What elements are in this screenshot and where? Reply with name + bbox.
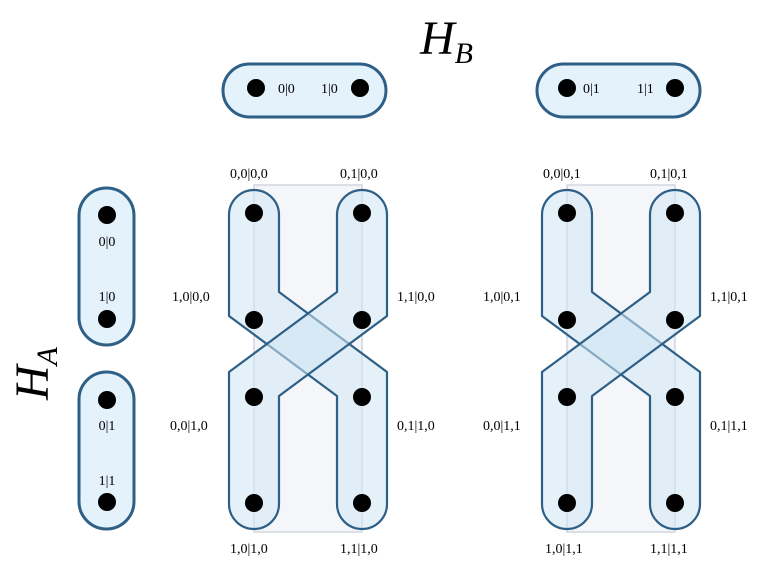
block-1-label-tl: 0,0|0,1 xyxy=(543,167,581,182)
ha-pill-1-top-label: 0|1 xyxy=(99,419,116,434)
ha-pill-0-top-label: 0|0 xyxy=(99,235,116,250)
block-1-node-bl xyxy=(558,494,576,512)
ha-pill-1-top-dot xyxy=(98,391,116,409)
hb-pill-1-right-label: 1|1 xyxy=(637,82,654,97)
block-1-label-bl: 1,0|1,1 xyxy=(545,542,583,557)
block-0-label-ml: 1,0|0,0 xyxy=(172,290,210,305)
block-0-node-lr xyxy=(353,388,371,406)
block-1-node-lr xyxy=(666,388,684,406)
block-1-label-ml: 1,0|0,1 xyxy=(483,290,521,305)
ha-pill-0-top-dot xyxy=(98,206,116,224)
block-1-label-ll: 0,0|1,1 xyxy=(483,419,521,434)
hb-pill-1-right-dot xyxy=(666,79,684,97)
ha-pill-0-bottom-label: 1|0 xyxy=(99,290,116,305)
block-1-label-tr: 0,1|0,1 xyxy=(650,167,688,182)
hb-pill-0-shape xyxy=(221,62,388,119)
block-1-label-mr: 1,1|0,1 xyxy=(710,290,748,305)
hb-pill-1-left-dot xyxy=(558,79,576,97)
block-1-node-tl xyxy=(558,204,576,222)
block-1-band-tr-bl xyxy=(540,188,702,531)
block-0-node-ll xyxy=(245,388,263,406)
block-0-label-bl: 1,0|1,0 xyxy=(230,542,268,557)
ha-pill-1: 0|1 1|1 xyxy=(77,370,136,531)
hb-axis-title: HB xyxy=(419,12,473,70)
block-0-label-ll: 0,0|1,0 xyxy=(170,419,208,434)
ha-pill-0: 0|0 1|0 xyxy=(77,186,136,347)
hb-pill-0: 0|0 1|0 xyxy=(221,62,388,119)
hb-pill-0-right-dot xyxy=(351,79,369,97)
ha-pill-1-shape xyxy=(77,370,136,531)
block-1-node-tr xyxy=(666,204,684,222)
block-0-node-bl xyxy=(245,494,263,512)
hb-pill-1-shape xyxy=(535,62,702,119)
ha-pill-0-shape xyxy=(77,186,136,347)
block-0-node-mr xyxy=(353,311,371,329)
block-0-label-tr: 0,1|0,0 xyxy=(340,167,378,182)
block-0-node-tr xyxy=(353,204,371,222)
ha-pill-0-bottom-dot xyxy=(98,310,116,328)
block-1-node-br xyxy=(666,494,684,512)
block-0-node-ml xyxy=(245,311,263,329)
block-1-node-ll xyxy=(558,388,576,406)
block-0-label-mr: 1,1|0,0 xyxy=(397,290,435,305)
block-0-band-tr-bl xyxy=(227,188,389,531)
block-0-label-tl: 0,0|0,0 xyxy=(230,167,268,182)
block-1-label-lr: 0,1|1,1 xyxy=(710,419,748,434)
block-0-node-tl xyxy=(245,204,263,222)
hb-pill-0-right-label: 1|0 xyxy=(321,82,338,97)
block-1-node-ml xyxy=(558,311,576,329)
hb-pill-1-left-label: 0|1 xyxy=(583,82,600,97)
hb-pill-0-left-dot xyxy=(247,79,265,97)
block-0-label-lr: 0,1|1,0 xyxy=(397,419,435,434)
ha-pill-1-bottom-label: 1|1 xyxy=(99,474,116,489)
block-0: 0,0|0,0 0,1|0,0 1,0|0,0 1,1|0,0 0,0|1,0 … xyxy=(170,167,435,557)
hb-pill-0-left-label: 0|0 xyxy=(278,82,295,97)
block-1-node-mr xyxy=(666,311,684,329)
ha-pill-1-bottom-dot xyxy=(98,493,116,511)
hb-pill-1: 0|1 1|1 xyxy=(535,62,702,119)
block-0-label-br: 1,1|1,0 xyxy=(340,542,378,557)
block-1-label-br: 1,1|1,1 xyxy=(650,542,688,557)
block-0-node-br xyxy=(353,494,371,512)
ha-axis-title: HA xyxy=(6,346,64,401)
block-1: 0,0|0,1 0,1|0,1 1,0|0,1 1,1|0,1 0,0|1,1 … xyxy=(483,167,748,557)
